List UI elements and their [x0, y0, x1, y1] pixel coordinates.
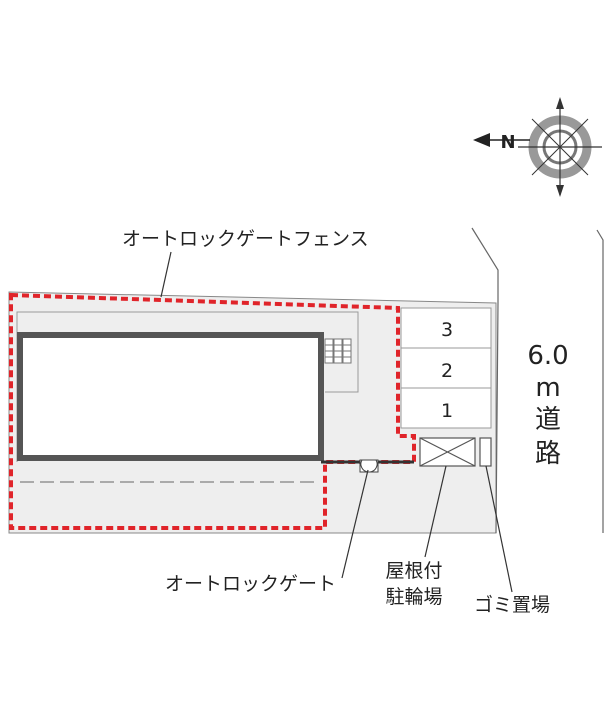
- autolock-fence: [9, 292, 416, 530]
- road-char-2: 路: [535, 439, 561, 469]
- parking-area: [400, 307, 492, 429]
- gate-leader: [341, 469, 369, 579]
- north-label: N: [500, 132, 515, 153]
- bike-parking-label-2: 駐輪場: [385, 586, 442, 608]
- garbage-box: [479, 437, 492, 467]
- fence-leader: [160, 251, 172, 298]
- stair-icon: [324, 338, 352, 364]
- bike-parking-leader: [424, 465, 447, 558]
- garbage-label: ゴミ置場: [474, 594, 550, 616]
- garbage-leader: [485, 465, 513, 593]
- building: [17, 332, 324, 461]
- fence-label: オートロックゲートフェンス: [122, 228, 369, 250]
- road-edge-right: [596, 229, 604, 533]
- road-edge-left: [471, 227, 499, 534]
- parking-space-1: 1: [441, 400, 453, 422]
- bike-parking-label-1: 屋根付: [385, 560, 442, 582]
- road-char-1: 道: [535, 405, 561, 435]
- bike-parking-box: [419, 437, 476, 467]
- compass-icon: [518, 97, 602, 197]
- parking-space-2: 2: [441, 360, 453, 382]
- north-arrow-icon: [473, 133, 530, 147]
- parking-space-3: 3: [441, 319, 453, 341]
- gate-label: オートロックゲート: [165, 573, 336, 595]
- road-unit: m: [535, 373, 560, 403]
- road-width: 6.0: [527, 341, 568, 371]
- autolock-gate-symbol: [359, 459, 379, 473]
